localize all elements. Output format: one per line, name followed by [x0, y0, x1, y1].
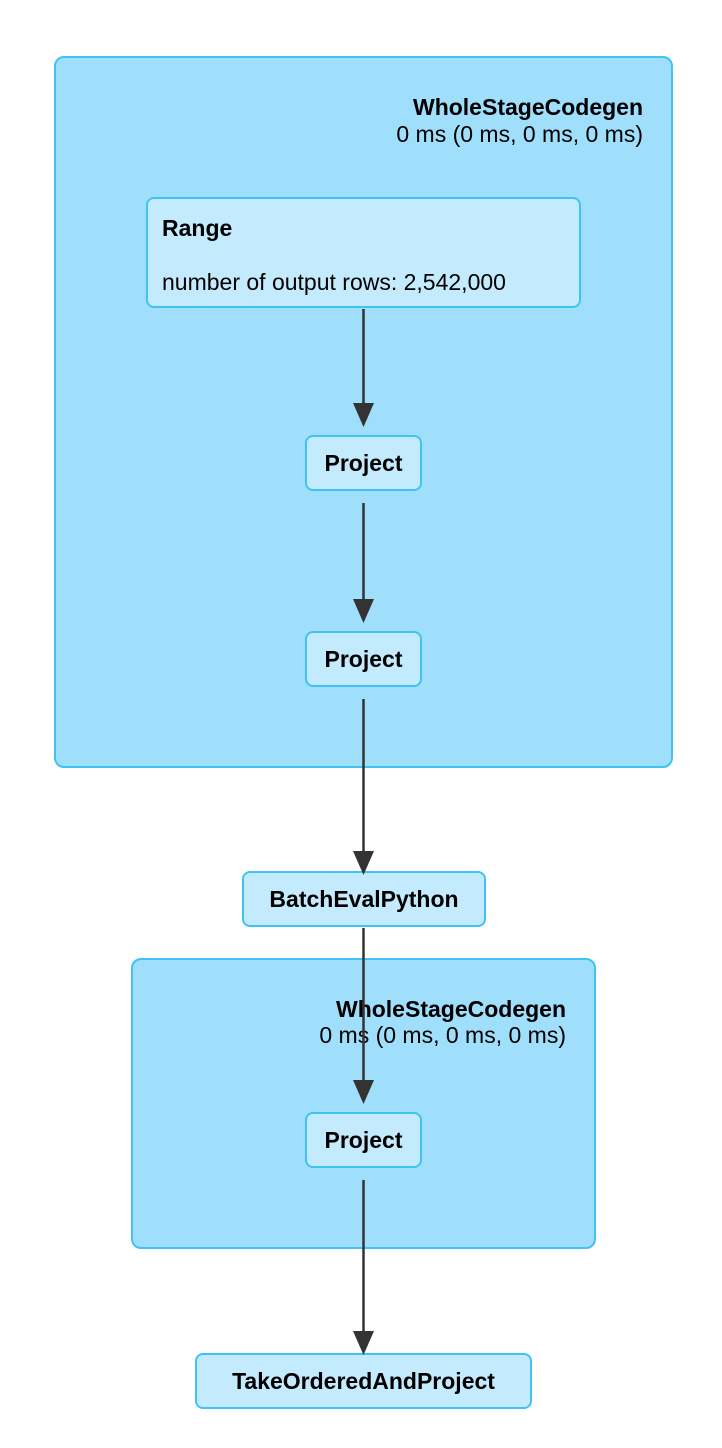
project-node-3-label: Project [324, 1126, 403, 1153]
take-ordered-and-project-node-label: TakeOrderedAndProject [232, 1367, 495, 1394]
cluster-1-title: WholeStageCodegen [412, 94, 643, 120]
range-node[interactable]: Range number of output rows: 2,542,000 [146, 197, 581, 308]
take-ordered-and-project-node[interactable]: TakeOrderedAndProject [195, 1353, 532, 1409]
range-node-metric: number of output rows: 2,542,000 [162, 269, 506, 295]
project-node-1[interactable]: Project [305, 435, 422, 491]
arrowhead-project-3-to-take-ordered-and-project [353, 1331, 374, 1355]
cluster-2-metric: 0 ms (0 ms, 0 ms, 0 ms) [319, 1022, 566, 1048]
project-node-1-label: Project [324, 449, 403, 476]
cluster-2-title: WholeStageCodegen [335, 996, 566, 1022]
project-node-2-label: Project [324, 645, 403, 672]
project-node-2[interactable]: Project [305, 631, 422, 687]
batch-eval-python-node-label: BatchEvalPython [269, 885, 459, 912]
wholestagecodegen-cluster-2: WholeStageCodegen 0 ms (0 ms, 0 ms, 0 ms… [131, 958, 596, 1249]
project-node-3[interactable]: Project [305, 1112, 422, 1168]
batch-eval-python-node[interactable]: BatchEvalPython [242, 871, 486, 927]
cluster-1-metric: 0 ms (0 ms, 0 ms, 0 ms) [396, 121, 643, 147]
range-node-label: Range [162, 215, 233, 241]
